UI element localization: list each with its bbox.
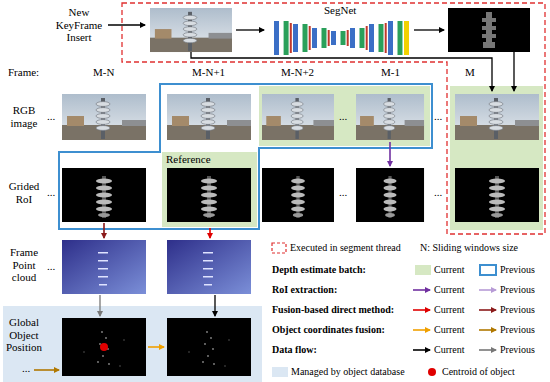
previous-batch-outline [59, 84, 432, 229]
frame-index: M-1 [381, 66, 400, 79]
flow-arrow [236, 29, 264, 30]
legend-text: Previous [500, 344, 535, 356]
fusion-arrow [103, 223, 105, 238]
grided-roi [62, 168, 146, 222]
legend-sample [413, 329, 430, 331]
current-batch-band [259, 86, 430, 146]
data-flow-line [99, 295, 100, 306]
legend-text: Current [434, 344, 465, 356]
legend-sample [479, 349, 496, 351]
legend-category: Fusion-based direct method: [272, 304, 394, 316]
ellipsis: ... [339, 186, 347, 199]
legend-note: N: Sliding windows size [420, 242, 518, 254]
node-text: Global Object Position [3, 316, 45, 354]
segment-thread-outline [122, 3, 545, 234]
rgb-frame [262, 94, 334, 140]
keyframe-label: New KeyFrame Insert [50, 6, 108, 44]
rgb-thumbnail [150, 8, 232, 52]
legend-sample [479, 329, 496, 331]
fusion-arrow [209, 228, 211, 238]
object-database-band: Global Object Position [3, 306, 262, 382]
row-label: RGB image [3, 104, 45, 129]
legend-sample [479, 289, 496, 291]
network-name: SegNet [324, 4, 356, 17]
data-flow-line [214, 295, 215, 306]
legend-swatch [272, 367, 288, 377]
ellipsis: ... [434, 186, 442, 199]
frame-index: M-N+2 [281, 66, 314, 79]
row-label: Grided RoI [3, 180, 45, 205]
legend-text: Current [434, 304, 465, 316]
point-cloud [62, 240, 146, 294]
data-flow-line [191, 52, 492, 91]
ellipsis: ... [47, 260, 55, 273]
rgb-frame [62, 94, 146, 140]
rgb-frame [455, 94, 539, 140]
legend-sample [479, 309, 496, 311]
legend-text: Current [434, 284, 465, 296]
ellipsis: ... [339, 110, 347, 123]
grided-roi [356, 168, 424, 222]
legend-sample [428, 368, 436, 376]
segmentation-mask [448, 8, 530, 52]
legend-text: Centroid of object [442, 366, 515, 378]
legend-text: Current [434, 264, 465, 276]
ellipsis: ... [47, 186, 55, 199]
rgb-frame [356, 94, 424, 140]
flow-arrow [414, 29, 444, 30]
legend-text: Managed by object database [291, 366, 405, 378]
frame-index: M-N [93, 66, 114, 79]
ellipsis: ... [22, 362, 30, 375]
legend-sample [413, 289, 430, 291]
legend-text: Previous [500, 324, 535, 336]
segnet-layers [274, 21, 409, 55]
row-label: Frame Point cloud [3, 246, 45, 284]
roi-arrow [389, 142, 391, 166]
node-text: Reference [166, 153, 211, 166]
legend-text: Executed in segment thread [290, 242, 401, 254]
legend-category: Data flow: [272, 344, 317, 356]
legend-sample [413, 309, 430, 311]
legend-sample [480, 265, 496, 275]
legend-category: Depth estimate batch: [272, 264, 366, 276]
rgb-frame [167, 94, 251, 140]
legend-text: Previous [500, 284, 535, 296]
point-cloud [167, 240, 251, 294]
legend-text: Current [434, 324, 465, 336]
legend-category: RoI extraction: [272, 284, 337, 296]
ellipsis: ... [47, 110, 55, 123]
row-header: Frame: [8, 66, 39, 79]
legend-swatch [415, 265, 431, 275]
frame-index: M-N+1 [192, 66, 225, 79]
reference-region: Reference [162, 152, 257, 227]
grided-roi [262, 168, 334, 222]
flow-arrow [108, 24, 145, 25]
legend-category: Object coordinates fusion: [272, 324, 385, 336]
legend-sample [272, 243, 286, 253]
ellipsis: ... [434, 110, 442, 123]
current-batch-band [450, 86, 543, 230]
legend-text: Previous [500, 304, 535, 316]
legend-sample [413, 349, 430, 351]
frame-index: M [465, 66, 475, 79]
grided-roi [455, 168, 539, 222]
data-flow-line [513, 52, 514, 91]
legend-text: Previous [500, 264, 535, 276]
